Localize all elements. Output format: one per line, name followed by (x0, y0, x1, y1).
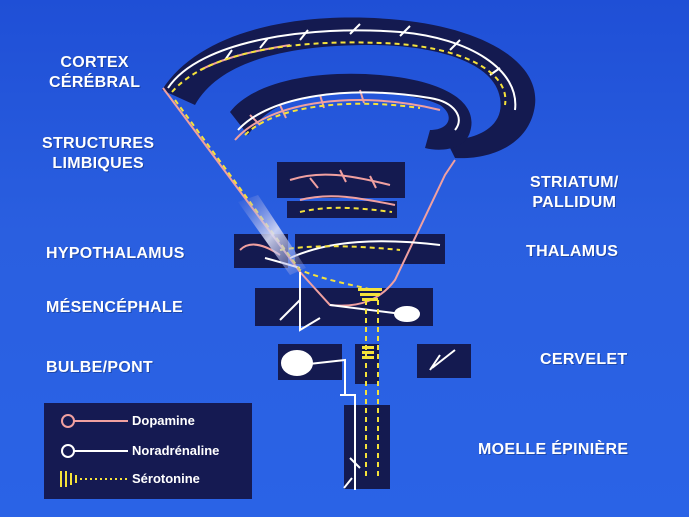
light-beam (238, 195, 306, 275)
label-cervelet: CERVELET (540, 351, 628, 368)
legend-serotonin-label: Sérotonine (132, 471, 200, 486)
label-moelle: MOELLE ÉPINIÈRE (478, 441, 629, 458)
label-limbic: STRUCTURES LIMBIQUES (42, 135, 155, 172)
legend-serotonin-symbol (60, 471, 128, 487)
legend: Dopamine Noradrénaline Sérotonine (44, 403, 252, 499)
label-hypothalamus: HYPOTHALAMUS (46, 245, 185, 262)
label-bulbe-pont: BULBE/PONT (46, 359, 153, 376)
legend-symbols (60, 414, 128, 487)
cortex-region (162, 17, 536, 159)
label-striatum: STRIATUM/ PALLIDUM (530, 174, 619, 211)
legend-noradrenaline-symbol (61, 444, 128, 458)
legend-dopamine-label: Dopamine (132, 413, 195, 428)
label-mesencephale: MÉSENCÉPHALE (46, 299, 183, 316)
striatum-box-2 (287, 201, 397, 218)
serotonin-nucleus (358, 288, 382, 359)
label-thalamus: THALAMUS (526, 243, 619, 260)
limbic-region (230, 73, 472, 150)
cervelet-box (417, 344, 471, 378)
label-cortex: CORTEX CÉRÉBRAL (49, 54, 141, 91)
thalamus-box (295, 234, 445, 264)
legend-noradrenaline-label: Noradrénaline (132, 443, 220, 458)
legend-dopamine-symbol (61, 414, 128, 428)
striatum-box-1 (277, 162, 405, 198)
